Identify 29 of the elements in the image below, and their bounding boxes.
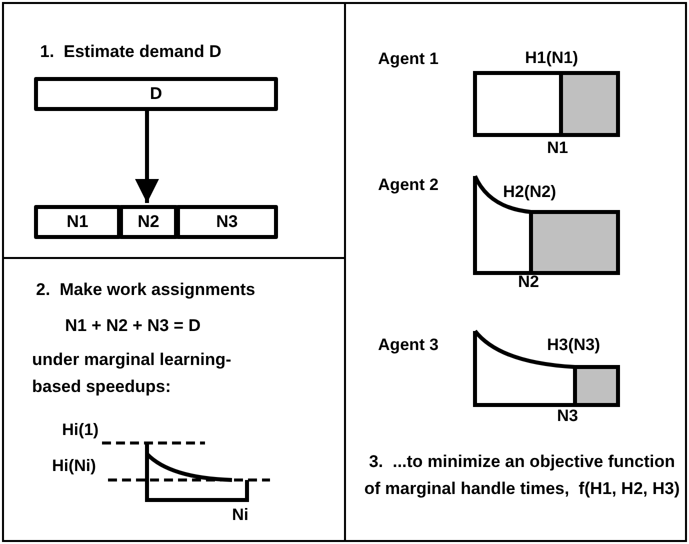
bar-label: N2 (138, 213, 160, 231)
step-panel (2, 257, 346, 542)
chart-label: N2 (518, 273, 540, 291)
chart-label: Agent 2 (378, 176, 439, 194)
bar-label: N1 (66, 213, 88, 231)
step-heading: 1. Estimate demand D (40, 41, 222, 63)
step-text: N1 + N2 + N3 = D (65, 315, 202, 337)
quantity-bar-segment (34, 205, 121, 239)
step-heading: 2. Make work assignments (36, 279, 256, 301)
step-heading: 3. ...to minimize an objective function of marginal handle times, f(H1, H2, H3) (363, 451, 681, 500)
chart-label: N1 (547, 139, 568, 157)
chart-label: Agent 1 (378, 50, 439, 68)
curve-label: Hi(Ni) (52, 457, 96, 475)
quantity-bar-segment (119, 205, 178, 239)
curve-label: Ni (232, 506, 248, 524)
chart-label: H1(N1) (525, 49, 578, 67)
bar-label: D (150, 85, 162, 103)
arrow (135, 109, 159, 203)
chart-label: N3 (557, 407, 578, 425)
step-text: under marginal learning-based speedups: (32, 349, 232, 398)
curve-label: Hi(1) (62, 421, 99, 439)
chart-label: H3(N3) (547, 336, 600, 354)
bar-label: N3 (216, 213, 238, 231)
chart-label: H2(N2) (503, 183, 556, 201)
quantity-bar-segment (34, 77, 278, 111)
chart-label: Agent 3 (378, 336, 439, 354)
step-panel (2, 2, 346, 259)
step-panel (344, 2, 687, 542)
quantity-bar-segment (176, 205, 278, 239)
